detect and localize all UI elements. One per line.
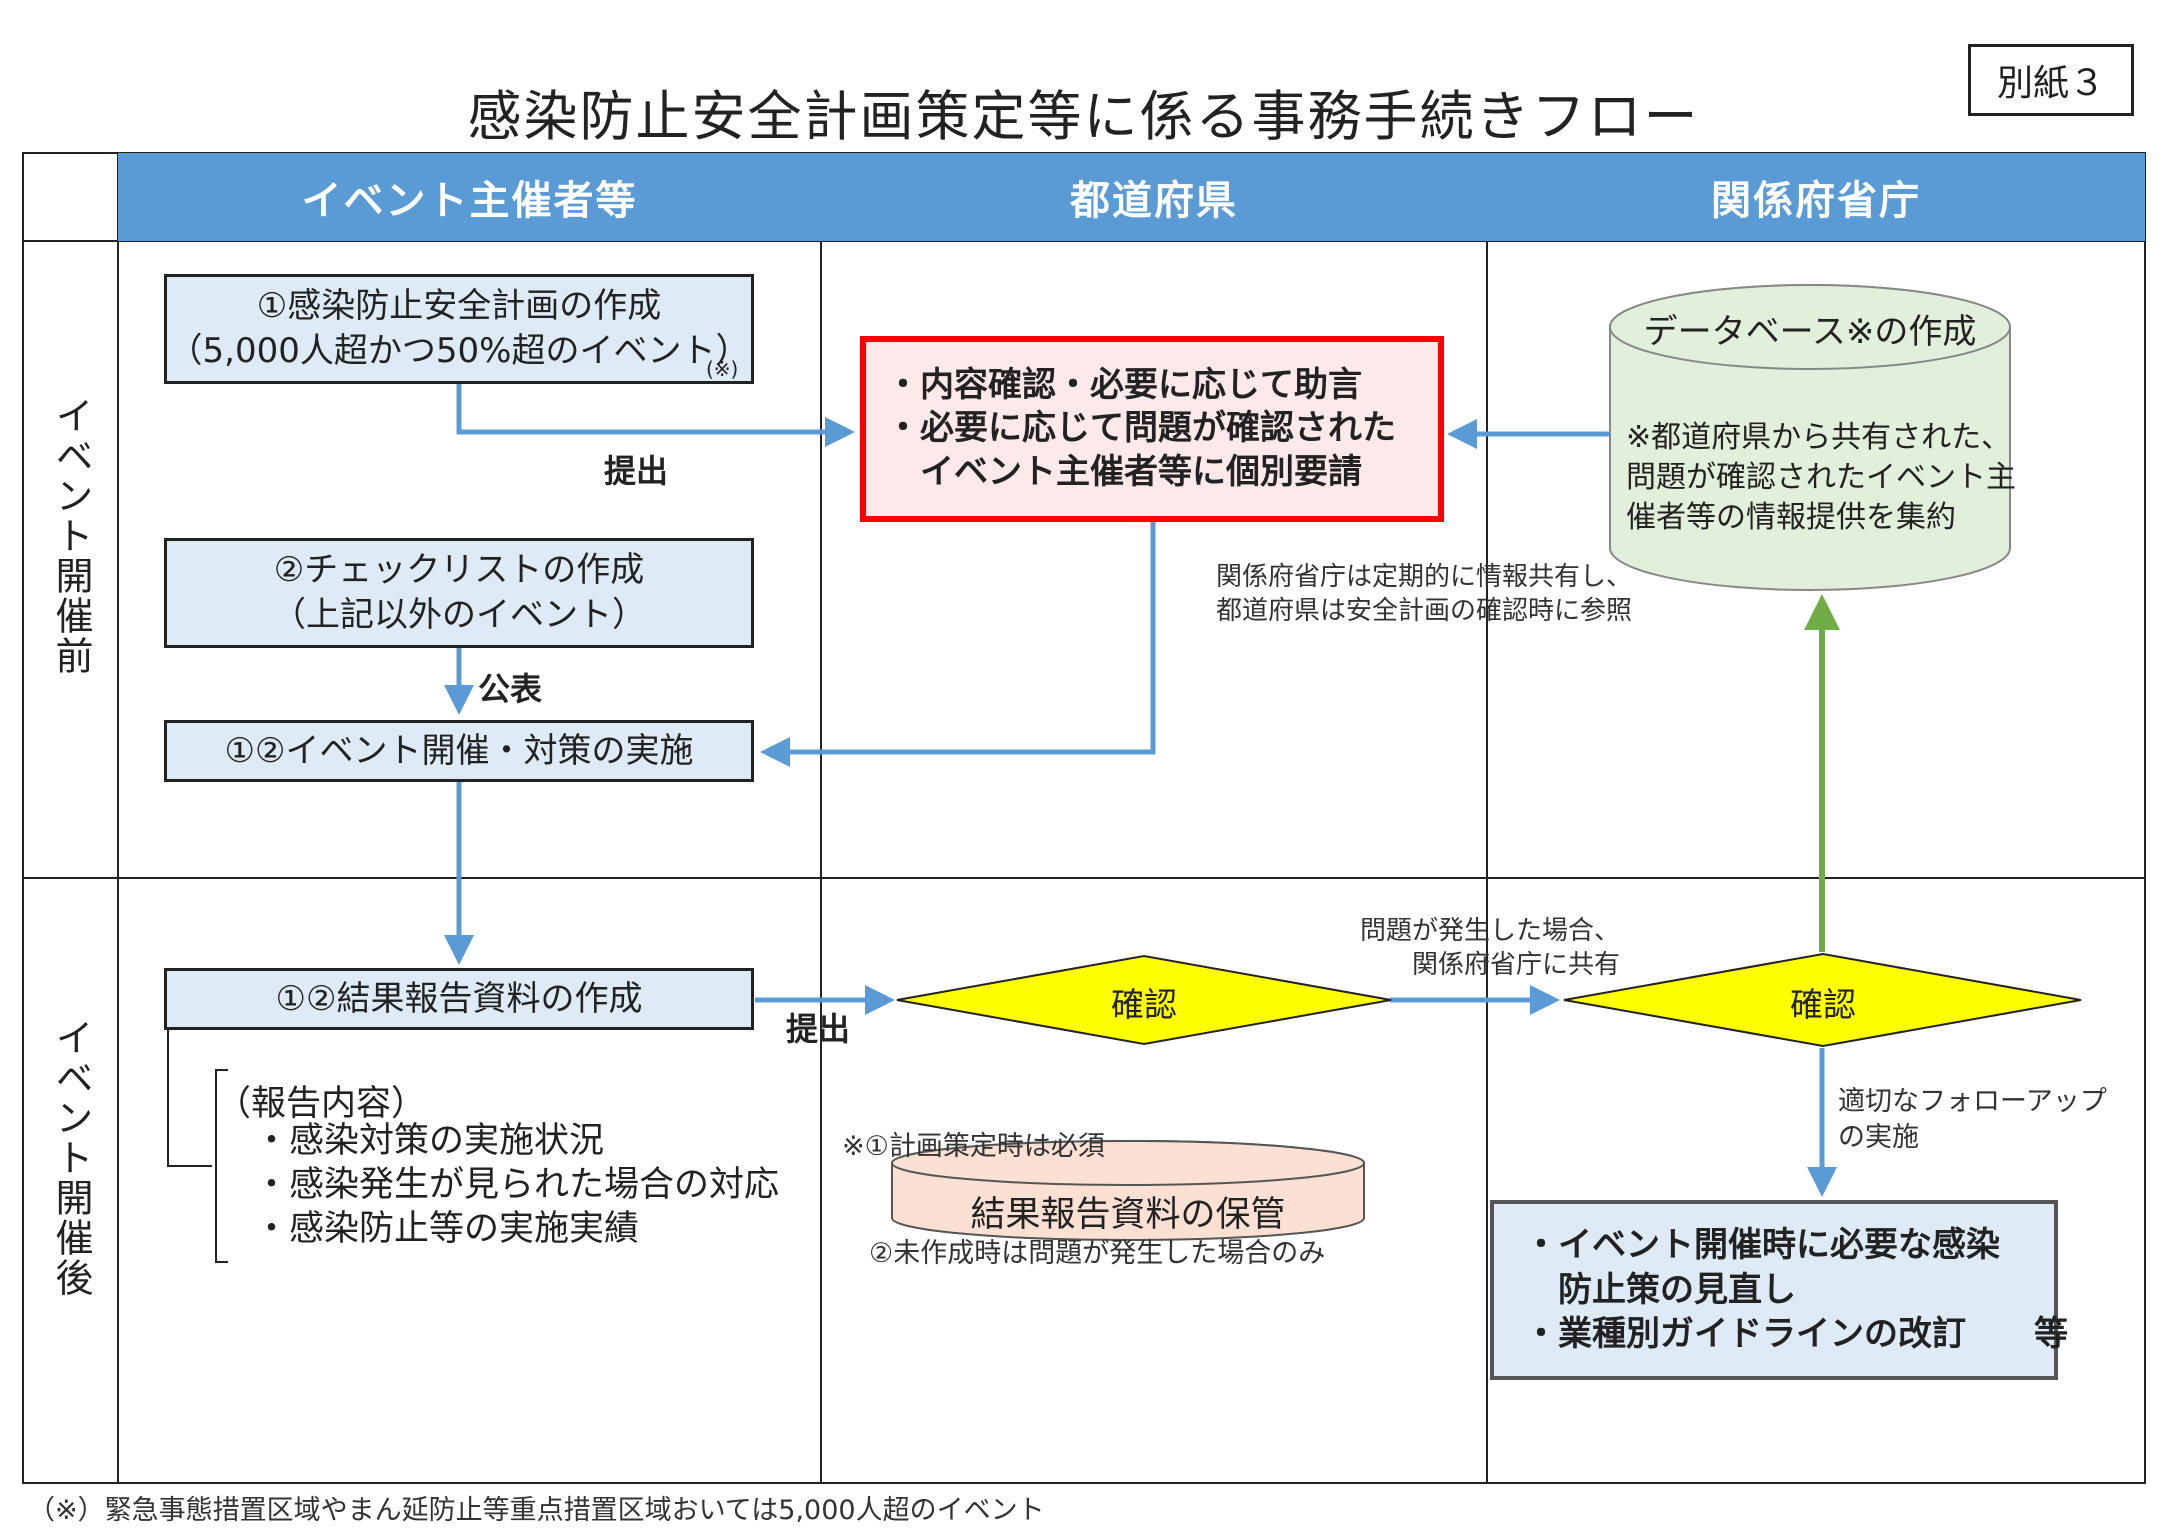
info-sharing-note: 関係府省庁は定期的に情報共有し、 都道府県は安全計画の確認時に参照 bbox=[1216, 560, 1632, 629]
ministry-result-line: ・業種別ガイドラインの改訂 等 bbox=[1524, 1314, 2068, 1355]
row-header-before-event: イベント開催前 bbox=[49, 396, 93, 676]
database-note-line: 催者等の情報提供を集約 bbox=[1626, 500, 1956, 536]
prefecture-review-line: ・必要に応じて問題が確認された bbox=[886, 408, 1396, 449]
prefecture-review-line: イベント主催者等に個別要請 bbox=[886, 451, 1362, 492]
check-diamond-ministry bbox=[1563, 952, 2082, 1048]
box-safety-plan-line2: （5,000人超かつ50%超のイベント） bbox=[168, 331, 750, 371]
condition-note: ※①計画策定時は必須 ②未作成時は問題が発生した場合のみ bbox=[842, 1058, 1325, 1307]
database-note: ※都道府県から共有された、 問題が確認されたイベント主 催者等の情報提供を集約 bbox=[1626, 418, 2016, 539]
row-header-after-event: イベント開催後 bbox=[49, 1018, 93, 1298]
box-checklist-line2: （上記以外のイベント） bbox=[272, 595, 646, 635]
label-publish: 公表 bbox=[478, 670, 543, 708]
prefecture-review-box: ・内容確認・必要に応じて助言 ・必要に応じて問題が確認された イベント主催者等に… bbox=[860, 336, 1444, 522]
followup-note-line: 適切なフォローアップ bbox=[1838, 1086, 2107, 1117]
page-title: 感染防止安全計画策定等に係る事務手続きフロー bbox=[467, 85, 1700, 148]
check-diamond-prefecture bbox=[896, 954, 1392, 1046]
storage-cylinder bbox=[891, 1140, 1365, 1241]
database-note-line: 問題が確認されたイベント主 bbox=[1626, 460, 2016, 496]
condition-note-line: ②未作成時は問題が発生した場合のみ bbox=[842, 1238, 1326, 1270]
database-title: データベース※の作成 bbox=[1643, 312, 1977, 352]
ministry-result-line: ・イベント開催時に必要な感染 bbox=[1524, 1224, 2000, 1265]
box-checklist: ②チェックリストの作成 （上記以外のイベント） bbox=[164, 538, 754, 648]
check-label-ministry: 確認 bbox=[1790, 985, 1856, 1024]
box-checklist-line1: ②チェックリストの作成 bbox=[273, 550, 645, 591]
report-item: ・感染発生が見られた場合の対応 bbox=[254, 1164, 780, 1205]
problem-sharing-note-line: 関係府省庁に共有 bbox=[1411, 950, 1620, 981]
report-contents-list: ・感染対策の実施状況 ・感染発生が見られた場合の対応 ・感染防止等の実施実績 bbox=[254, 1120, 779, 1251]
check-label-prefecture: 確認 bbox=[1111, 985, 1177, 1024]
column-header-organizer: イベント主催者等 bbox=[118, 153, 821, 241]
storage-label: 結果報告資料の保管 bbox=[970, 1195, 1286, 1235]
problem-sharing-note: 問題が発生した場合、 関係府省庁に共有 bbox=[1340, 914, 1620, 983]
database-note-line: ※都道府県から共有された、 bbox=[1626, 420, 2012, 455]
label-submit-report: 提出 bbox=[786, 1010, 851, 1048]
prefecture-review-line: ・内容確認・必要に応じて助言 bbox=[886, 364, 1362, 405]
label-submit-plan: 提出 bbox=[604, 452, 669, 490]
box-event-implementation: ①②イベント開催・対策の実施 bbox=[164, 720, 754, 782]
footnote: （※）緊急事態措置区域やまん延防止等重点措置区域おいては5,000人超のイベント bbox=[28, 1495, 1045, 1526]
box-safety-plan-mark: (※) bbox=[706, 357, 739, 381]
column-header-prefecture: 都道府県 bbox=[821, 153, 1487, 241]
column-header-ministry: 関係府省庁 bbox=[1487, 153, 2145, 241]
ministry-result-line: 防止策の見直し bbox=[1524, 1269, 1796, 1310]
box-safety-plan: ①感染防止安全計画の作成 （5,000人超かつ50%超のイベント） bbox=[164, 274, 754, 384]
report-bracket bbox=[167, 1030, 228, 1263]
followup-note-line: の実施 bbox=[1838, 1121, 1919, 1153]
info-sharing-note-line: 関係府省庁は定期的に情報共有し、 bbox=[1216, 562, 1633, 592]
followup-note: 適切なフォローアップ の実施 bbox=[1838, 1084, 2107, 1155]
database-cylinder bbox=[1609, 284, 2011, 591]
box-result-report: ①②結果報告資料の作成 bbox=[164, 968, 754, 1030]
box-safety-plan-line1: ①感染防止安全計画の作成 bbox=[256, 286, 662, 327]
report-contents-header: （報告内容） bbox=[216, 1084, 427, 1124]
report-item: ・感染防止等の実施実績 bbox=[254, 1208, 640, 1249]
arrow-plan-to-prefecture bbox=[456, 384, 855, 447]
info-sharing-note-line: 都道府県は安全計画の確認時に参照 bbox=[1216, 596, 1633, 627]
ministry-result-box: ・イベント開催時に必要な感染 防止策の見直し ・業種別ガイドラインの改訂 等 bbox=[1490, 1200, 2068, 1380]
arrow-prefecture-to-organizer bbox=[760, 522, 1156, 767]
condition-note-line: ※①計画策定時は必須 bbox=[842, 1131, 1105, 1163]
report-item: ・感染対策の実施状況 bbox=[254, 1121, 605, 1161]
attachment-tag: 別紙３ bbox=[1968, 44, 2134, 116]
problem-sharing-note-line: 問題が発生した場合、 bbox=[1359, 916, 1620, 946]
